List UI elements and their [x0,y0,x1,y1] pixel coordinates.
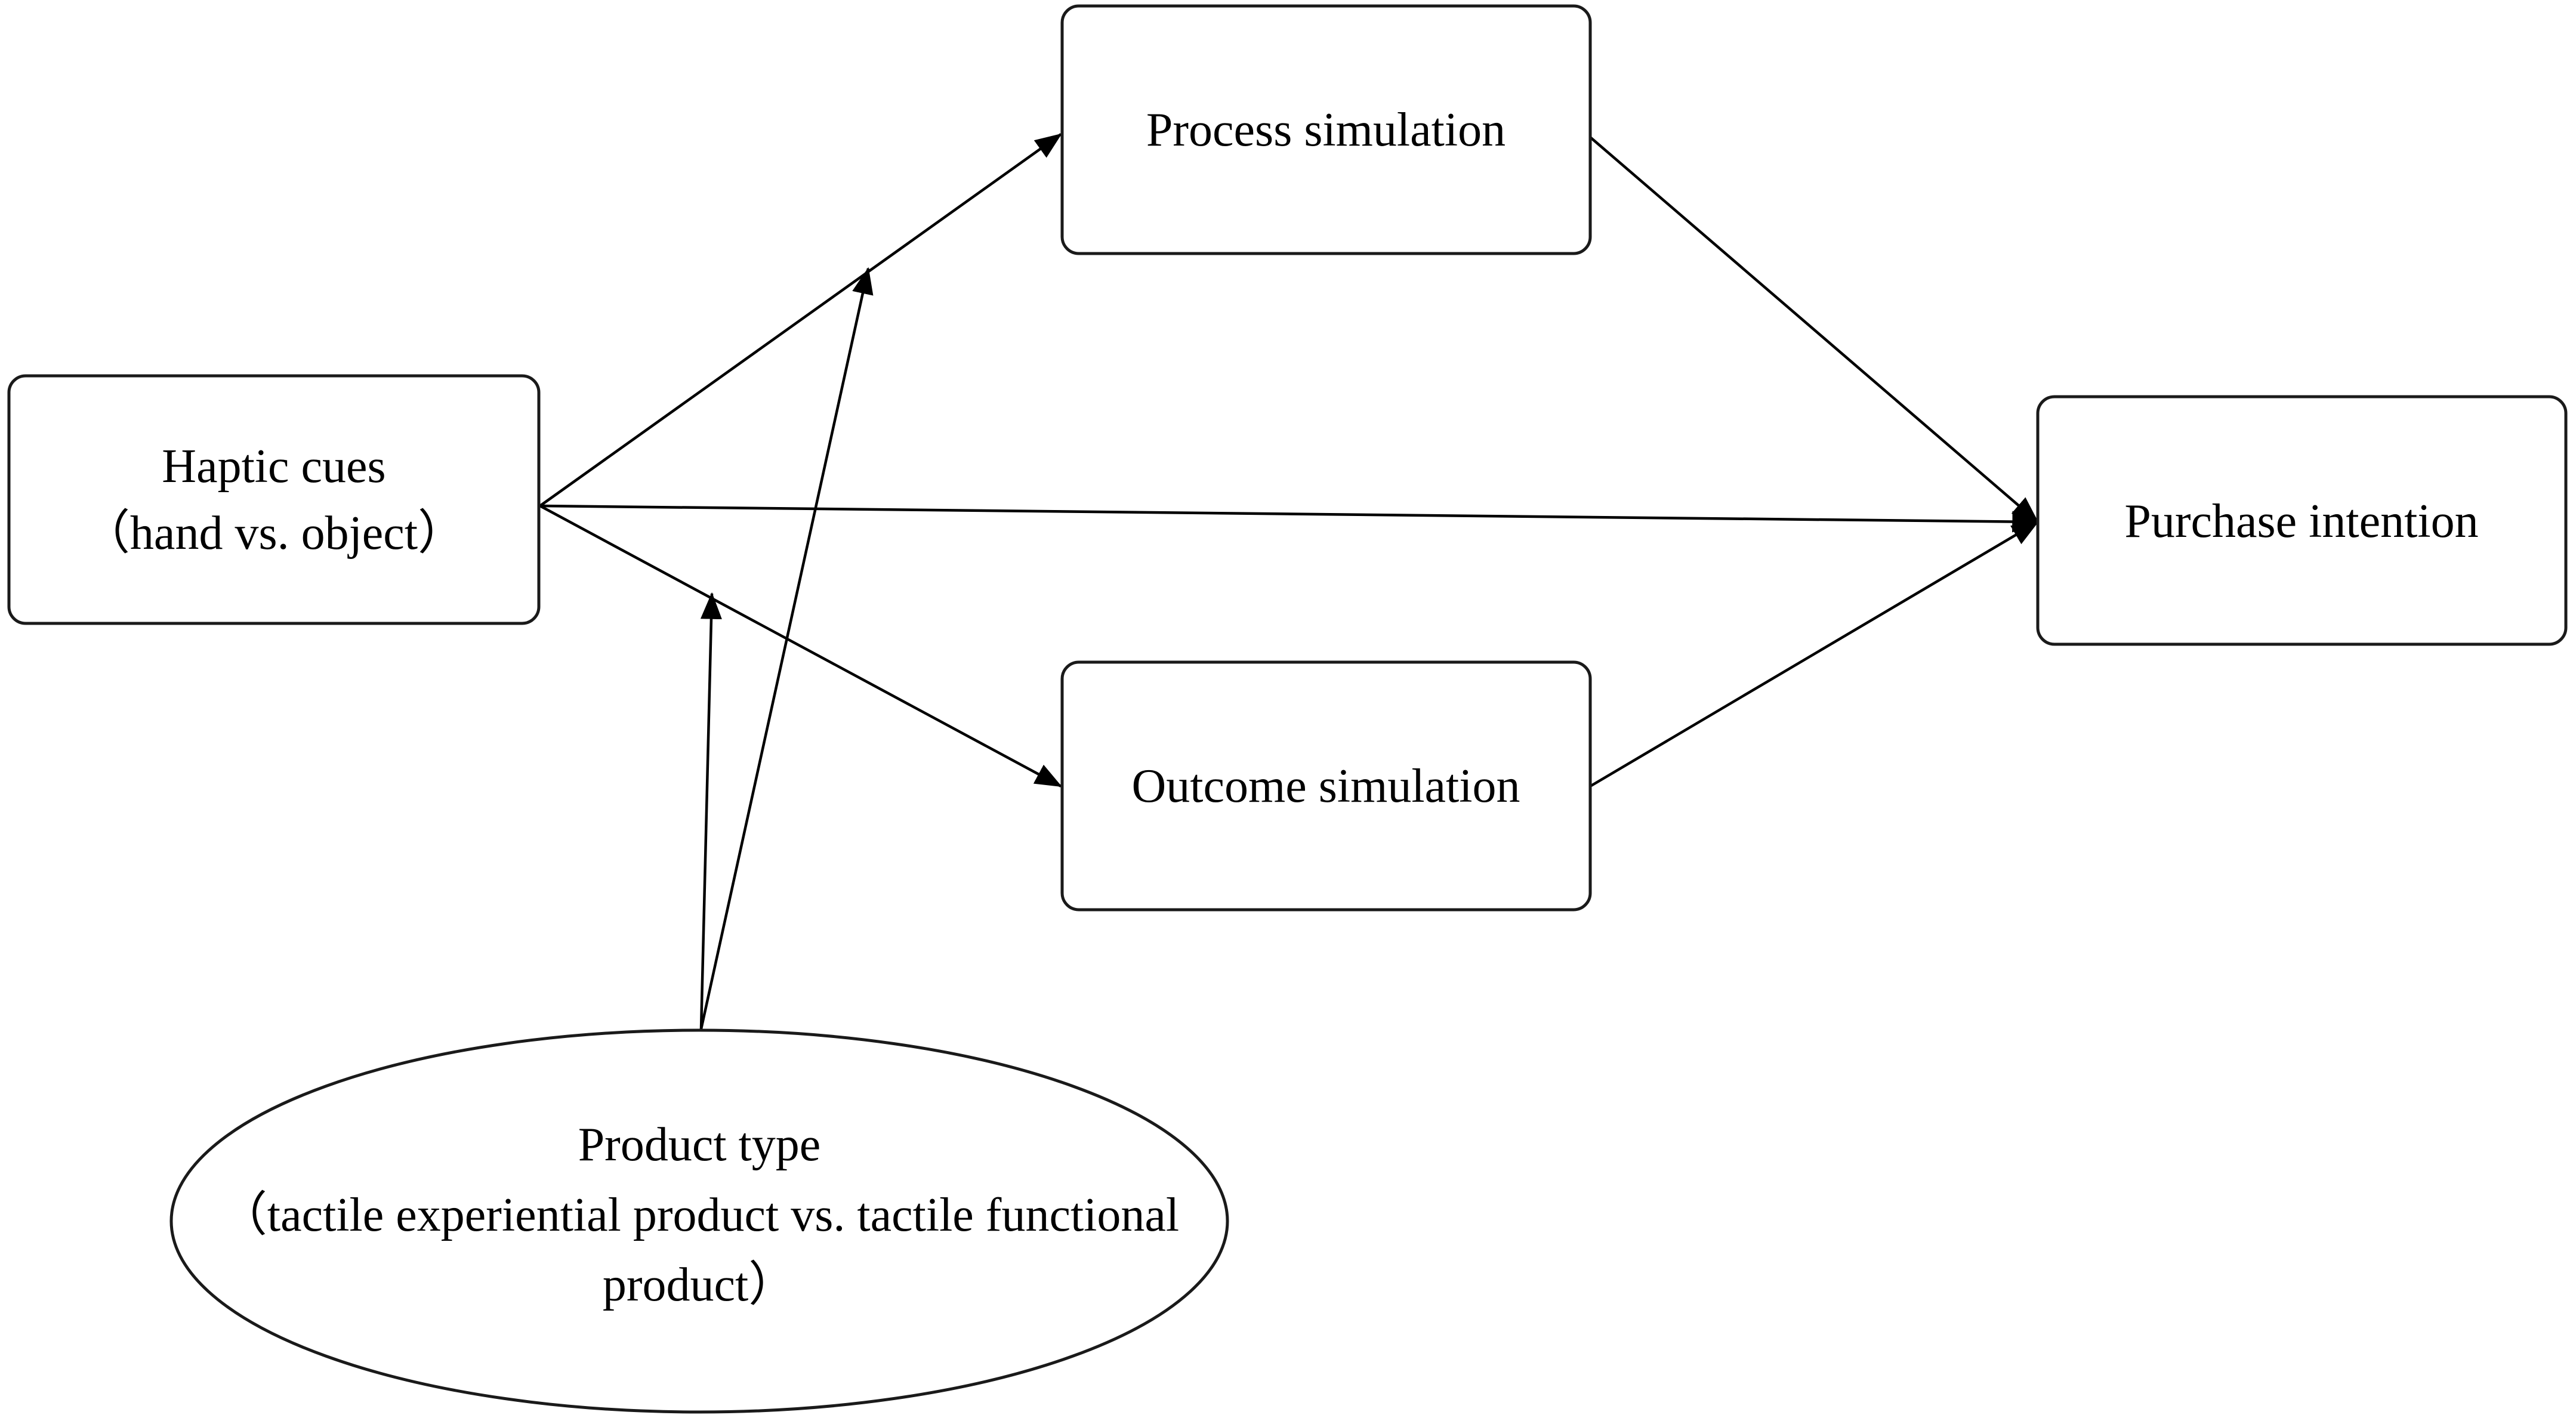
haptic-cues-title: Haptic cues [162,440,385,493]
process-simulation-label: Process simulation [1146,104,1506,156]
edge-moderator-to-outcome-path [699,592,722,1030]
edge-outcome-to-purchase [1589,521,2039,787]
product-type-detail: （tactile experiential product vs. tactil… [220,1189,1179,1241]
outcome-simulation-label: Outcome simulation [1131,760,1520,812]
edge-moderator-to-process-path [699,267,874,1030]
haptic-cues-subtitle: （hand vs. object） [82,507,465,560]
node-product-type: Product type （tactile experiential produ… [169,1028,1229,1414]
product-type-detail-end: product） [603,1259,796,1311]
purchase-intention-label: Purchase intention [2124,495,2478,548]
product-type-title: Product type [578,1119,821,1171]
edge-process-to-purchase [1589,136,2039,523]
node-haptic-cues: Haptic cues （hand vs. object） [7,374,541,625]
edge-haptic-to-process [539,133,1062,507]
node-process-simulation: Process simulation [1060,4,1592,255]
edge-haptic-to-outcome [539,505,1062,787]
edge-haptic-to-purchase [539,504,2040,533]
node-purchase-intention: Purchase intention [2036,395,2568,646]
node-outcome-simulation: Outcome simulation [1060,660,1592,912]
